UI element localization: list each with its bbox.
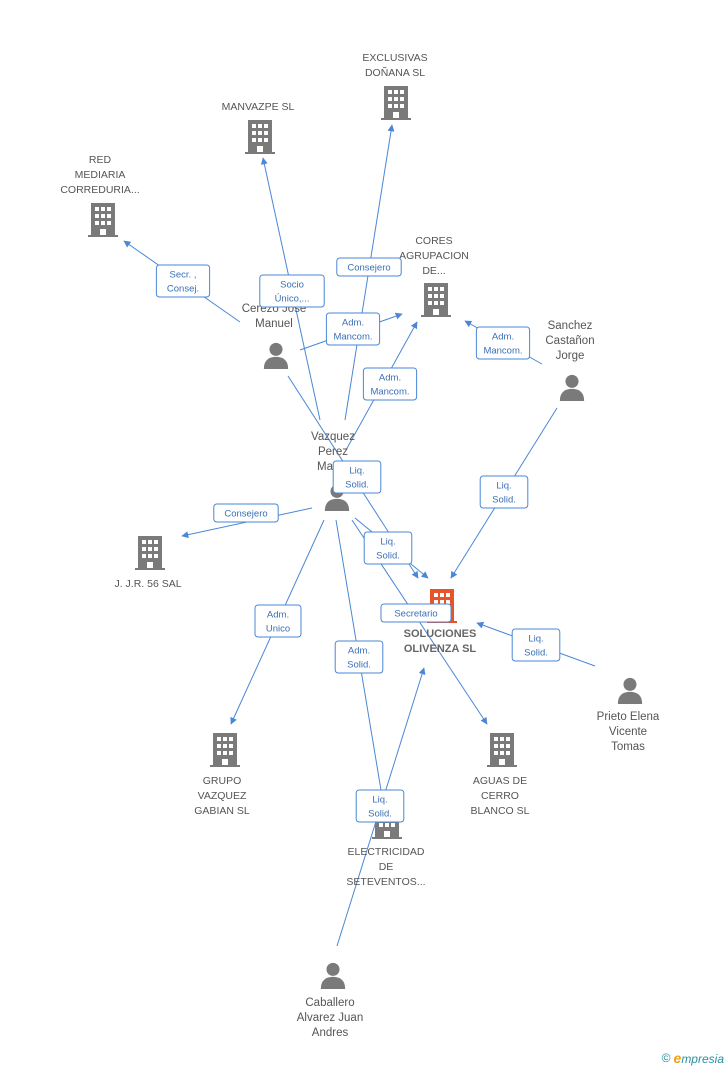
badge-label: Liq.Solid.	[492, 481, 516, 506]
badge-label: Adm.Mancom.	[333, 318, 372, 343]
copyright-symbol: ©	[661, 1051, 671, 1065]
badge-box	[325, 312, 381, 346]
footer-credit: © empresia	[662, 1050, 724, 1066]
badge-label: Adm.Solid.	[347, 646, 371, 671]
relation-badge-r5[interactable]: Adm.Mancom.	[362, 367, 418, 401]
badge-box	[363, 531, 413, 565]
badge-box	[332, 460, 382, 494]
person-icon	[263, 342, 289, 369]
badge-label: Secretario	[394, 609, 437, 620]
building-icon	[487, 733, 517, 767]
badge-box	[362, 367, 418, 401]
badge-label: Adm.Mancom.	[370, 373, 409, 398]
badge-label: Consejero	[224, 509, 267, 520]
relation-badge-r13[interactable]: Secretario	[380, 603, 452, 623]
relation-badge-r7[interactable]: Liq.Solid.	[332, 460, 382, 494]
badge-label: Adm.Unico	[266, 610, 290, 635]
person-icon	[617, 677, 643, 704]
relation-badge-r4[interactable]: Adm.Mancom.	[325, 312, 381, 346]
badge-box	[213, 503, 279, 523]
badge-box	[380, 603, 452, 623]
edges-layer	[123, 124, 596, 947]
relation-badge-r11[interactable]: Adm.Unico	[254, 604, 302, 638]
badge-box	[336, 257, 402, 277]
relation-badge-r14[interactable]: Liq.Solid.	[511, 628, 561, 662]
brand-initial: e	[673, 1050, 682, 1066]
badge-box	[155, 264, 211, 298]
building-icon	[210, 733, 240, 767]
badge-label: Liq.Solid.	[368, 795, 392, 820]
relation-badge-r15[interactable]: Liq.Solid.	[355, 789, 405, 823]
relation-badge-r1[interactable]: Secr. ,Consej.	[155, 264, 211, 298]
badge-box	[511, 628, 561, 662]
company-node-jjr[interactable]: J. J.R. 56 SAL	[114, 536, 182, 590]
relation-badge-r8[interactable]: Liq.Solid.	[363, 531, 413, 565]
building-icon	[381, 86, 411, 120]
badge-box	[334, 640, 384, 674]
badge-label: Liq.Solid.	[524, 634, 548, 659]
brand-name: mpresia	[681, 1052, 724, 1066]
building-icon	[421, 283, 451, 317]
relation-badge-r10[interactable]: Consejero	[213, 503, 279, 523]
badge-box	[254, 604, 302, 638]
relation-badge-r9[interactable]: Liq.Solid.	[479, 475, 529, 509]
relation-badge-r6[interactable]: Adm.Mancom.	[475, 326, 531, 360]
company-label: MANVAZPE SL	[222, 101, 295, 113]
badge-box	[259, 274, 325, 308]
badge-box	[475, 326, 531, 360]
relation-badge-r3[interactable]: Consejero	[336, 257, 402, 277]
badge-label: Consejero	[347, 263, 390, 274]
person-icon	[559, 374, 585, 401]
brand-logo[interactable]: empresia	[674, 1050, 724, 1066]
badge-box	[355, 789, 405, 823]
building-icon	[245, 120, 275, 154]
badge-label: Liq.Solid.	[345, 466, 369, 491]
company-node-manvazpe[interactable]: MANVAZPE SL	[222, 101, 295, 154]
badge-label: Liq.Solid.	[376, 537, 400, 562]
badge-box	[479, 475, 529, 509]
relation-badge-r12[interactable]: Adm.Solid.	[334, 640, 384, 674]
company-label: J. J.R. 56 SAL	[114, 578, 181, 590]
badge-label: Adm.Mancom.	[483, 332, 522, 357]
building-icon	[88, 203, 118, 237]
building-icon	[135, 536, 165, 570]
person-icon	[320, 962, 346, 989]
badge-label: Secr. ,Consej.	[167, 270, 199, 295]
